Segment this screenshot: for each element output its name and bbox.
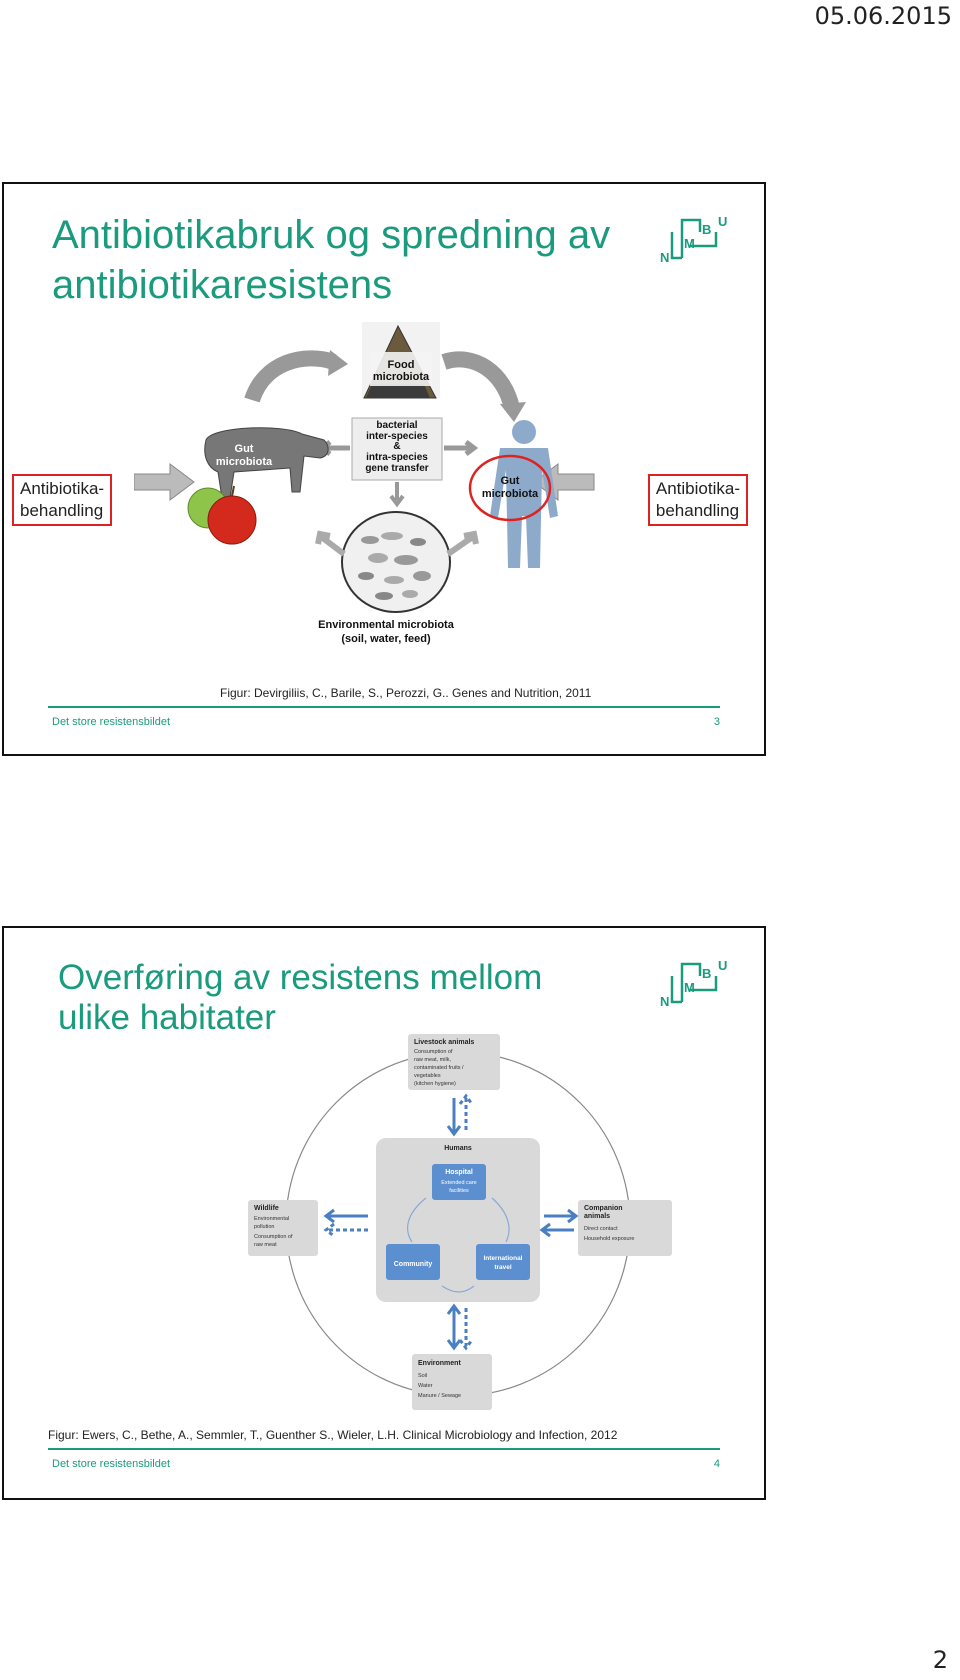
left-block-arrow — [134, 463, 195, 501]
nmbu-logo: U B N M — [660, 214, 727, 265]
svg-text:M: M — [684, 980, 695, 995]
environment-line-1: Soil — [418, 1373, 427, 1379]
companion-title-2: animals — [584, 1213, 610, 1220]
companion-title-1: Companion — [584, 1205, 623, 1212]
curve-arrow-right — [441, 351, 520, 411]
hospital-label: Hospital — [445, 1169, 473, 1176]
travel-label-2: travel — [494, 1264, 512, 1271]
slide-title: Overføring av resistens mellom ulike hab… — [58, 958, 543, 1037]
svg-text:U: U — [718, 958, 727, 973]
page-number: 2 — [932, 1646, 948, 1674]
footer-divider — [48, 1448, 720, 1450]
wildlife-line-1: Environmental — [254, 1216, 289, 1222]
page-date: 05.06.2015 — [814, 2, 952, 30]
livestock-line-4: vegetables — [414, 1073, 441, 1079]
antibiotic-treatment-left: Antibiotika- behandling — [12, 474, 113, 526]
slide-3: Antibiotikabruk og spredning av antibiot… — [2, 182, 766, 756]
environment-line-2: Water — [418, 1383, 433, 1389]
slide-number: 3 — [713, 716, 720, 728]
humans-label: Humans — [444, 1145, 472, 1152]
environment-title: Environment — [418, 1360, 461, 1367]
antibiotic-treatment-right: Antibiotika- behandling — [647, 474, 748, 526]
wildlife-line-4: raw meat — [254, 1242, 277, 1248]
svg-text:M: M — [684, 236, 695, 251]
community-label: Community — [394, 1261, 433, 1268]
svg-text:N: N — [660, 994, 669, 1009]
svg-text:B: B — [702, 222, 711, 237]
wildlife-title: Wildlife — [254, 1205, 279, 1212]
figure-credit: Figur: Ewers, C., Bethe, A., Semmler, T.… — [48, 1428, 618, 1442]
livestock-line-2: raw meat, milk, — [414, 1057, 451, 1063]
companion-line-1: Direct contact — [584, 1226, 618, 1232]
livestock-line-1: Consumption of — [414, 1049, 453, 1055]
curve-arrow-left — [244, 350, 337, 403]
environmental-microbiota-label: Environmental microbiota — [318, 619, 455, 631]
wildlife-line-2: pollution — [254, 1224, 275, 1230]
red-apple — [207, 495, 257, 545]
slide-number: 4 — [713, 1458, 720, 1470]
livestock-line-3: contaminated fruits / — [414, 1065, 464, 1071]
footer-title: Det store resistensbildet — [52, 716, 170, 728]
wildlife-line-3: Consumption of — [254, 1234, 293, 1240]
svg-text:B: B — [702, 966, 711, 981]
hospital-sub-2: facilities — [449, 1188, 469, 1194]
svg-text:U: U — [718, 214, 727, 229]
environment-bacteria-circle — [341, 511, 451, 613]
livestock-title: Livestock animals — [414, 1039, 474, 1046]
footer-divider — [48, 706, 720, 708]
livestock-line-5: (kitchen hygiene) — [414, 1081, 456, 1087]
environment-line-3: Manure / Sewage — [418, 1393, 461, 1399]
svg-text:N: N — [660, 250, 669, 265]
hospital-sub-1: Extended care — [441, 1180, 476, 1186]
footer-title: Det store resistensbildet — [52, 1458, 170, 1470]
figure-credit: Figur: Devirgiliis, C., Barile, S., Pero… — [220, 686, 592, 700]
travel-label-1: International — [483, 1255, 522, 1262]
environmental-sources-label: (soil, water, feed) — [341, 633, 431, 645]
habitat-transfer-diagram: Livestock animals Consumption of raw mea… — [248, 1034, 672, 1414]
slide-title: Antibiotikabruk og spredning av antibiot… — [52, 213, 611, 307]
nmbu-logo: U B N M — [660, 958, 727, 1009]
slide-4: Overføring av resistens mellom ulike hab… — [2, 926, 766, 1500]
companion-line-2: Household exposure — [584, 1236, 634, 1242]
